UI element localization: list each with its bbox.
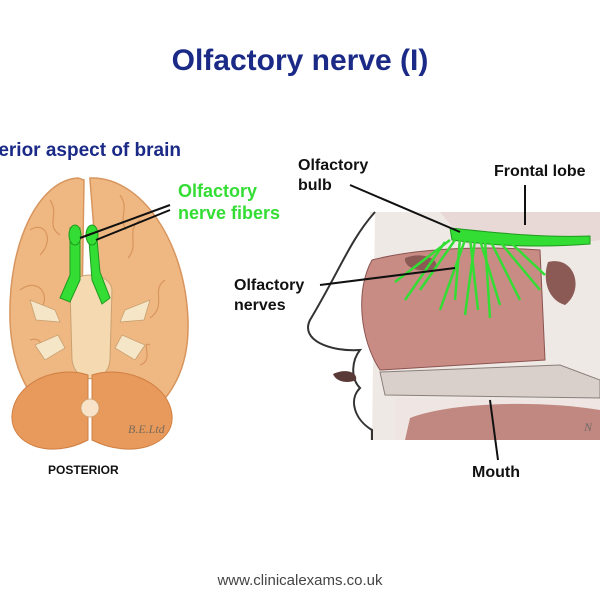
- nerves-label: Olfactory nerves: [234, 276, 304, 316]
- cranial-nerve-roots: [29, 299, 151, 361]
- brain-inferior-view: [9, 177, 189, 450]
- nasal-cavity: [361, 247, 546, 371]
- olfactory-tract-left: [59, 227, 81, 303]
- right-signature: N: [584, 420, 593, 434]
- medulla: [80, 398, 100, 418]
- olfactory-bulb-left: [68, 224, 82, 246]
- bulb-label-line2: bulb: [298, 177, 332, 194]
- fibers-pointer-1: [79, 204, 171, 239]
- nostril: [333, 371, 357, 382]
- bulb-label-line1: Olfactory: [298, 157, 369, 174]
- fibers-pointer-2: [95, 209, 171, 241]
- bulb-pointer: [349, 184, 461, 233]
- posterior-label: POSTERIOR: [48, 463, 119, 477]
- mouth-label: Mouth: [472, 464, 520, 481]
- tongue: [405, 403, 600, 440]
- nerves-label-line2: nerves: [234, 297, 286, 314]
- fibers-label-line1: Olfactory: [178, 181, 258, 201]
- bulb-label: Olfactory bulb: [298, 156, 368, 196]
- sinus-1: [545, 261, 576, 305]
- frontal-lobe-label: Frontal lobe: [494, 163, 586, 180]
- face-profile: [307, 211, 376, 440]
- cerebellum-right: [91, 371, 173, 450]
- olfactory-nerve-fibers: [394, 237, 546, 319]
- nerves-pointer: [319, 267, 456, 286]
- mouth-pointer: [489, 399, 499, 461]
- footer-url: www.clinicalexams.co.uk: [217, 572, 383, 589]
- nerves-label-line1: Olfactory: [234, 277, 305, 294]
- cerebellum-left: [11, 371, 89, 450]
- slide-title: Olfactory nerve (I): [171, 44, 429, 77]
- left-signature: B.E.Ltd: [128, 422, 165, 436]
- palate: [379, 364, 600, 399]
- fibers-label-line2: nerve fibers: [178, 203, 281, 223]
- nasal-section: [307, 184, 600, 461]
- left-panel-heading: ferior aspect of brain: [0, 140, 181, 161]
- fibers-label: Olfactory nerve fibers: [178, 180, 280, 224]
